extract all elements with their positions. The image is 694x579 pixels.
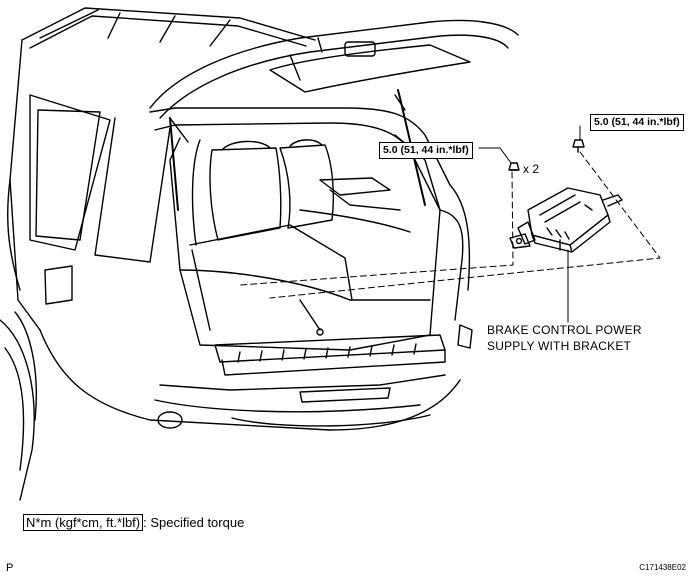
rear-seats bbox=[191, 139, 334, 246]
liftgate-strut bbox=[397, 89, 426, 206]
tail-light bbox=[457, 324, 473, 349]
rear-bumper bbox=[154, 334, 446, 429]
torque-legend: N*m (kgf*cm, ft.*lbf): Specified torque bbox=[23, 514, 245, 531]
corner-letter: P bbox=[6, 562, 14, 574]
roof-rails bbox=[21, 7, 316, 49]
component-label-line1: BRAKE CONTROL POWER bbox=[487, 323, 642, 337]
torque-spec-left: 5.0 (51, 44 in.*lbf) bbox=[379, 142, 473, 159]
bolt-icon bbox=[508, 162, 520, 171]
legend-boxed-units: N*m (kgf*cm, ft.*lbf) bbox=[23, 514, 144, 531]
legend-text: : Specified torque bbox=[143, 515, 245, 530]
brake-control-power-supply-unit bbox=[509, 187, 623, 253]
component-label: BRAKE CONTROL POWER SUPPLY WITH BRACKET bbox=[487, 322, 642, 354]
component-label-line2: SUPPLY WITH BRACKET bbox=[487, 339, 632, 353]
fuel-door bbox=[44, 265, 73, 305]
rear-wheel bbox=[0, 311, 37, 501]
figure-id: C171438E02 bbox=[639, 563, 686, 572]
torque-spec-right: 5.0 (51, 44 in.*lbf) bbox=[590, 114, 684, 131]
installation-guide-lines bbox=[239, 151, 661, 299]
liftgate bbox=[149, 19, 519, 143]
quantity-label: x 2 bbox=[523, 162, 540, 176]
cargo-floor bbox=[189, 177, 411, 336]
bolt-icon bbox=[572, 139, 585, 153]
side-window bbox=[35, 109, 101, 241]
